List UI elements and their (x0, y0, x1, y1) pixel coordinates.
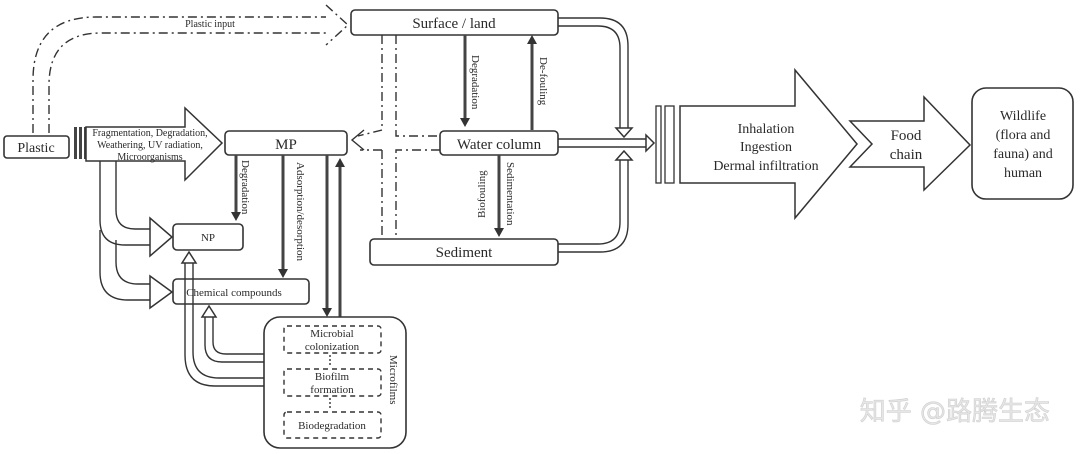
sediment-node: Sediment (369, 238, 559, 266)
dashdot-connectors (350, 35, 440, 240)
microbial-colonization-line2: colonization (305, 341, 360, 353)
mp-node: MP (224, 130, 348, 156)
biofilm-formation-line2: formation (310, 384, 354, 396)
microbial-colonization-node: Microbial colonization (283, 325, 382, 354)
fragmentation-label-line2: Weathering, UV radiation, (97, 140, 203, 151)
branch-arrows (99, 161, 174, 310)
chemical-compounds-node: Chemical compounds (172, 278, 310, 305)
biodegradation-node: Biodegradation (283, 411, 382, 439)
surface-land-label: Surface / land (412, 16, 496, 32)
food-chain-label-line2: chain (890, 147, 923, 163)
plastic-input-arrow: Plastic input (32, 4, 350, 133)
adsorption-desorption-arrow: Adsorption/desorption (278, 155, 306, 278)
biodegradation-label: Biodegradation (298, 420, 366, 432)
wildlife-line4: human (1004, 166, 1042, 181)
fragmentation-label-line1: Fragmentation, Degradation, (92, 128, 207, 139)
de-fouling-label: De-fouling (537, 57, 549, 106)
water-column-label: Water column (457, 137, 542, 153)
biofouling-label: Biofouling (476, 170, 488, 218)
np-label: NP (201, 232, 215, 244)
fragmentation-arrow: Fragmentation, Degradation, Weathering, … (74, 106, 224, 182)
sediment-label: Sediment (436, 245, 493, 261)
food-chain-label-line1: Food (891, 128, 922, 144)
biofilm-formation-line1: Biofilm (315, 371, 350, 383)
microfilms-label: Microfilms (387, 355, 399, 405)
wildlife-line1: Wildlife (1000, 109, 1046, 124)
surface-water-arrows: Degradation De-fouling (460, 35, 549, 130)
water-column-node: Water column (439, 130, 559, 156)
fragmentation-label-line3: Microorganisms (117, 152, 182, 163)
chemical-compounds-label: Chemical compounds (186, 287, 282, 299)
mp-degradation-arrow: Degradation (231, 155, 251, 221)
mp-degradation-label: Degradation (239, 160, 251, 215)
np-node: NP (172, 223, 244, 251)
wildlife-human-node: Wildlife (flora and fauna) and human (971, 87, 1074, 200)
food-chain-arrow: Food chain (848, 95, 972, 192)
plastic-input-label: Plastic input (185, 19, 235, 30)
wildlife-line3: fauna) and (993, 147, 1052, 162)
sedimentation-label: Sedimentation (504, 162, 516, 226)
microfilms-group: Microfilms Microbial colonization Biofil… (263, 316, 407, 449)
mp-microfilms-arrows (322, 155, 345, 317)
biofilm-formation-node: Biofilm formation (283, 368, 382, 397)
microfilms-feedback-arrows (180, 250, 264, 387)
inhalation-label: Inhalation (738, 122, 795, 137)
microbial-colonization-line1: Microbial (310, 328, 353, 340)
adsorption-desorption-label: Adsorption/desorption (294, 162, 306, 261)
surface-land-node: Surface / land (350, 9, 559, 36)
ingestion-label: Ingestion (740, 140, 792, 155)
dermal-infiltration-label: Dermal infiltration (713, 159, 818, 174)
plastic-node: Plastic (3, 135, 70, 159)
mp-label: MP (275, 137, 297, 153)
surface-degradation-label: Degradation (469, 55, 481, 110)
watermark: 知乎 @路腾生态 (860, 397, 1050, 427)
plastic-label: Plastic (17, 141, 54, 156)
exposure-routes-arrow: Inhalation Ingestion Dermal infiltration (655, 67, 858, 221)
water-sediment-arrow: Sedimentation Biofouling (476, 155, 516, 237)
wildlife-line2: (flora and (996, 128, 1051, 143)
convergence-arrows (558, 17, 656, 253)
